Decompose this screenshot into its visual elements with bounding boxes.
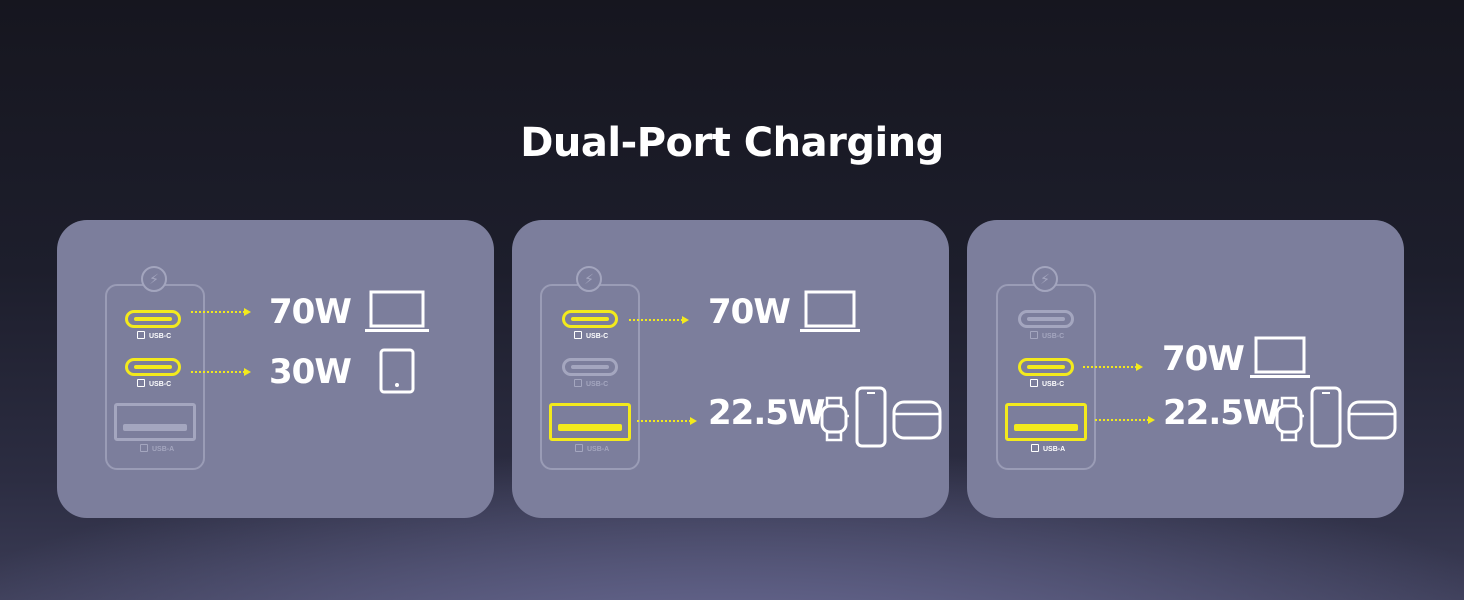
panel-usb-c-and-usb-a: ⚡ USB-C USB-C USB-A 70W 22.5W bbox=[512, 220, 949, 518]
usb-c-port-2 bbox=[125, 358, 181, 376]
port-label-usb-c-1: USB-C bbox=[574, 331, 634, 341]
charger-logo-icon: ⚡ bbox=[1032, 266, 1058, 292]
laptop-icon bbox=[1250, 336, 1310, 378]
phone-icon bbox=[140, 444, 148, 452]
usb-a-port bbox=[549, 403, 631, 441]
tablet-icon bbox=[379, 348, 415, 394]
phone-icon bbox=[574, 379, 582, 387]
port-label-usb-c-1: USB-C bbox=[137, 331, 197, 341]
usb-c-port-1 bbox=[125, 310, 181, 328]
port-label-usb-a: USB-A bbox=[140, 444, 200, 454]
flow-arrow bbox=[629, 316, 689, 324]
panel-usb-c-and-usb-a-alt: ⚡ USB-C USB-C USB-A 70W 22.5W bbox=[967, 220, 1404, 518]
flow-arrow bbox=[191, 368, 251, 376]
port-label-usb-c-2: USB-C bbox=[137, 379, 197, 389]
output-wattage: 70W bbox=[1162, 339, 1245, 379]
phone-icon bbox=[1031, 444, 1039, 452]
laptop-icon bbox=[1030, 331, 1038, 339]
usb-a-port bbox=[1005, 403, 1087, 441]
phone-icon bbox=[855, 386, 887, 448]
usb-c-port-1 bbox=[562, 310, 618, 328]
usb-c-port-2 bbox=[1018, 358, 1074, 376]
output-wattage: 22.5W bbox=[1163, 393, 1280, 433]
usb-c-port-1 bbox=[1018, 310, 1074, 328]
earbuds-case-icon bbox=[1347, 400, 1397, 440]
earbuds-case-icon bbox=[892, 400, 942, 440]
port-label-usb-a: USB-A bbox=[1031, 444, 1091, 454]
flow-arrow bbox=[1095, 416, 1155, 424]
port-label-usb-c-2: USB-C bbox=[574, 379, 634, 389]
output-wattage: 30W bbox=[269, 352, 352, 392]
port-label-usb-c-2: USB-C bbox=[1030, 379, 1090, 389]
flow-arrow bbox=[637, 417, 697, 425]
watch-icon bbox=[1275, 396, 1304, 442]
usb-a-port bbox=[114, 403, 196, 441]
laptop-icon bbox=[800, 290, 860, 332]
flow-arrow bbox=[1083, 363, 1143, 371]
phone-icon bbox=[1030, 379, 1038, 387]
page-title: Dual-Port Charging bbox=[520, 120, 944, 166]
port-label-usb-a: USB-A bbox=[575, 444, 635, 454]
phone-icon bbox=[1310, 386, 1342, 448]
usb-c-port-2 bbox=[562, 358, 618, 376]
panel-dual-usb-c: ⚡ USB-C USB-C USB-A 70W 30W bbox=[57, 220, 494, 518]
phone-icon bbox=[137, 379, 145, 387]
laptop-icon bbox=[137, 331, 145, 339]
output-wattage: 70W bbox=[708, 292, 791, 332]
laptop-icon bbox=[574, 331, 582, 339]
laptop-icon bbox=[365, 290, 429, 332]
phone-icon bbox=[575, 444, 583, 452]
port-label-usb-c-1: USB-C bbox=[1030, 331, 1090, 341]
output-wattage: 70W bbox=[269, 292, 352, 332]
output-wattage: 22.5W bbox=[708, 393, 825, 433]
watch-icon bbox=[820, 396, 849, 442]
charger-logo-icon: ⚡ bbox=[576, 266, 602, 292]
charger-logo-icon: ⚡ bbox=[141, 266, 167, 292]
flow-arrow bbox=[191, 308, 251, 316]
